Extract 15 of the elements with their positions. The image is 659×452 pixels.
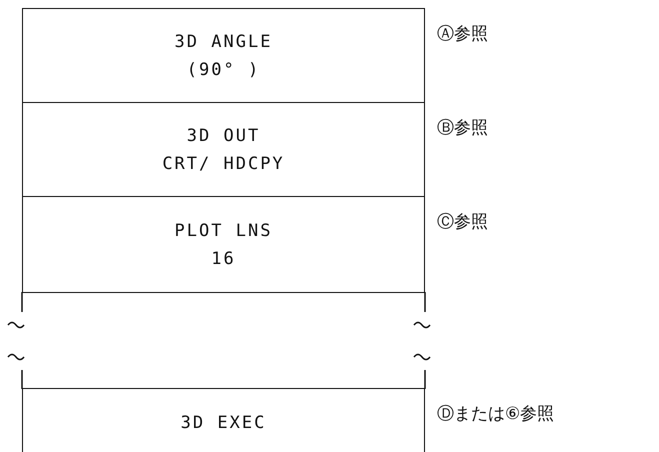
menu-item-value: CRT/ HDCPY	[162, 153, 285, 176]
menu-row	[22, 196, 425, 293]
reference-note: Ⓓまたは⑥参照	[437, 403, 554, 425]
menu-row	[22, 388, 425, 452]
menu-item-name: 3D ANGLE	[174, 31, 272, 54]
menu-row	[22, 8, 425, 104]
menu-item-value: 16	[211, 248, 236, 270]
reference-note: Ⓑ参照	[437, 117, 488, 139]
menu-item-name: 3D OUT	[186, 125, 260, 148]
menu-item-value: (90° )	[186, 59, 260, 82]
menu-item-name: PLOT LNS	[174, 220, 272, 242]
menu-row	[22, 102, 425, 198]
reference-note: Ⓒ参照	[437, 211, 488, 233]
menu-item-name: 3D EXEC	[180, 412, 266, 435]
reference-note: Ⓐ参照	[437, 23, 488, 45]
